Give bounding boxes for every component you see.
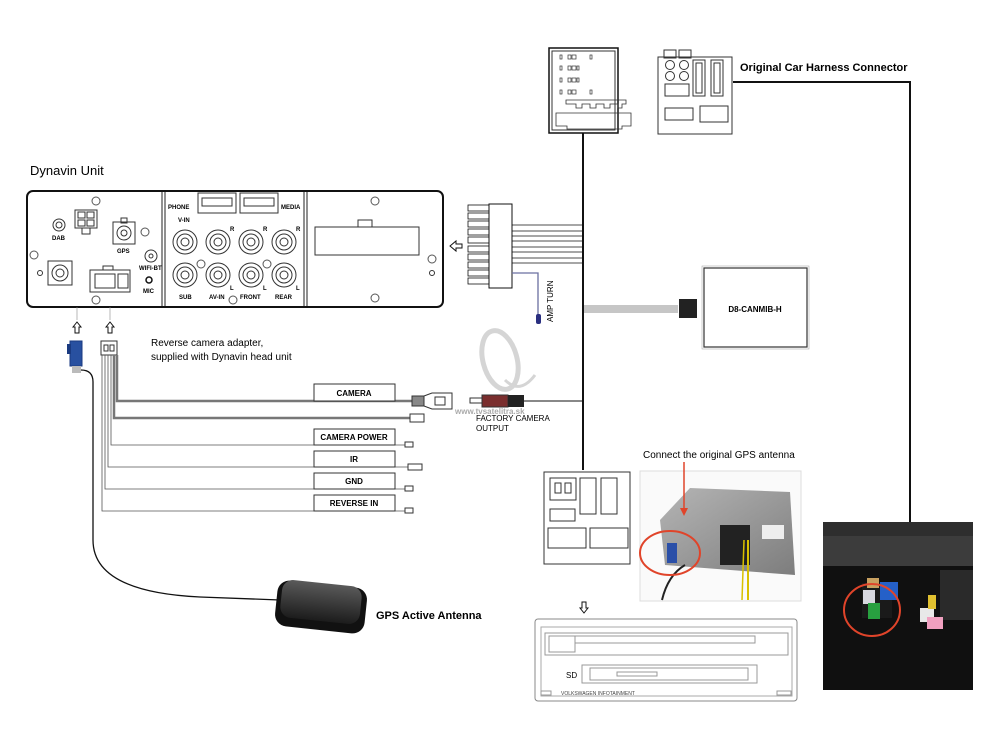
quadlock-connector-top (548, 47, 632, 134)
vw-infotainment-front (534, 618, 798, 702)
wifi-bt-port (144, 249, 158, 263)
gps-antenna-cable (80, 369, 281, 601)
dynavin-unit-title: Dynavin Unit (30, 163, 104, 178)
rca-jack (205, 229, 231, 255)
wire-terminals (404, 413, 425, 514)
r-label: R (230, 227, 235, 233)
sub-label: SUB (179, 295, 192, 301)
ground-icon (429, 270, 435, 276)
oem-unit-photo (639, 462, 802, 602)
wire-label-gnd: GND (313, 472, 396, 490)
original-harness-cable (733, 81, 911, 523)
factory-camera-rca-male (469, 394, 524, 408)
arrow-up-icon (104, 307, 116, 334)
svg-text:CAMERA POWER: CAMERA POWER (320, 433, 387, 442)
rca-jack (238, 262, 264, 288)
rca-jack (238, 229, 264, 255)
gps-port-label: GPS (117, 249, 130, 255)
l-label: L (263, 286, 267, 292)
wire-label-ir: IR (313, 450, 396, 468)
sd-label: SD (566, 671, 577, 680)
wire-label-camera-power: CAMERA POWER (313, 428, 396, 446)
canbus-plug (679, 299, 697, 318)
wire-label-reverse-in: REVERSE IN (313, 494, 396, 512)
harness-wires (512, 224, 582, 264)
rca-jack (271, 229, 297, 255)
front-label: FRONT (240, 295, 261, 301)
svg-text:IR: IR (350, 455, 358, 464)
highlight-circle (639, 530, 701, 576)
gps-fakra-plug (67, 340, 83, 373)
rca-jack (271, 262, 297, 288)
highlight-circle (843, 583, 901, 637)
wifi-bt-label: WIFI-BT (139, 266, 162, 272)
gps-port (112, 217, 136, 245)
car-harness-photo (823, 522, 973, 690)
rear-label: REAR (275, 295, 293, 301)
svg-text:CAMERA: CAMERA (336, 389, 371, 398)
mic-icon (145, 276, 153, 284)
r-label: R (263, 227, 268, 233)
adapter-note-line1: Reverse camera adapter, (151, 338, 263, 349)
screw-icon (29, 196, 437, 305)
adapter-note-line2: supplied with Dynavin head unit (151, 352, 292, 363)
watermark-logo (479, 328, 537, 392)
original-car-harness-connector (657, 49, 733, 135)
media-label: MEDIA (281, 205, 301, 211)
rca-jack (205, 262, 231, 288)
l-label: L (230, 286, 234, 292)
arrow-up-icon (71, 307, 83, 334)
usb-media-port (239, 192, 279, 214)
dynavin-unit: DAB GPS (26, 190, 444, 308)
factory-output-line2: OUTPUT (476, 424, 509, 433)
usb-phone-port (197, 192, 237, 214)
gps-antenna (275, 580, 367, 634)
arrow-down-icon (578, 601, 590, 614)
factory-output-line1: FACTORY CAMERA (476, 414, 550, 423)
power-connector (74, 209, 98, 235)
quadlock-connector-bottom (543, 471, 631, 565)
r-label: R (296, 227, 301, 233)
camera-adapter-port (89, 265, 131, 293)
rca-jack (172, 262, 198, 288)
l-label: L (296, 286, 300, 292)
original-harness-label: Original Car Harness Connector (740, 62, 908, 74)
camera-rca-female (411, 392, 453, 410)
dab-label: DAB (52, 236, 66, 242)
dab-port (52, 218, 66, 232)
wire-label-camera: CAMERA (313, 383, 396, 402)
arrow-left-icon (449, 239, 463, 253)
ground-icon (37, 270, 43, 276)
main-harness-socket (314, 219, 420, 256)
v-in-label: V-IN (178, 218, 190, 224)
fakra-port (47, 260, 73, 286)
gps-antenna-label: GPS Active Antenna (376, 610, 482, 622)
svg-text:REVERSE IN: REVERSE IN (330, 499, 379, 508)
amp-turn-wire (512, 272, 539, 318)
vw-infotainment-label: VOLKSWAGEN INFOTAINMENT (561, 691, 635, 697)
amp-turn-label: AMP TURN (546, 280, 555, 322)
canbus-box-label: D8-CANMIB-H (728, 305, 782, 314)
watermark-text: www.tvsatelitra.sk (454, 407, 525, 416)
canbus-box (701, 265, 810, 350)
mic-label: MIC (143, 289, 155, 295)
amp-turn-terminal (536, 314, 541, 324)
connect-gps-note: Connect the original GPS antenna (643, 450, 795, 461)
svg-text:GND: GND (345, 477, 363, 486)
av-in-label: AV-IN (209, 295, 225, 301)
rca-jacks (172, 229, 297, 288)
harness-plug (467, 203, 513, 289)
canbus-wires (584, 305, 678, 313)
camera-adapter-plug (100, 340, 118, 356)
rca-jack (172, 229, 198, 255)
phone-label: PHONE (168, 205, 189, 211)
